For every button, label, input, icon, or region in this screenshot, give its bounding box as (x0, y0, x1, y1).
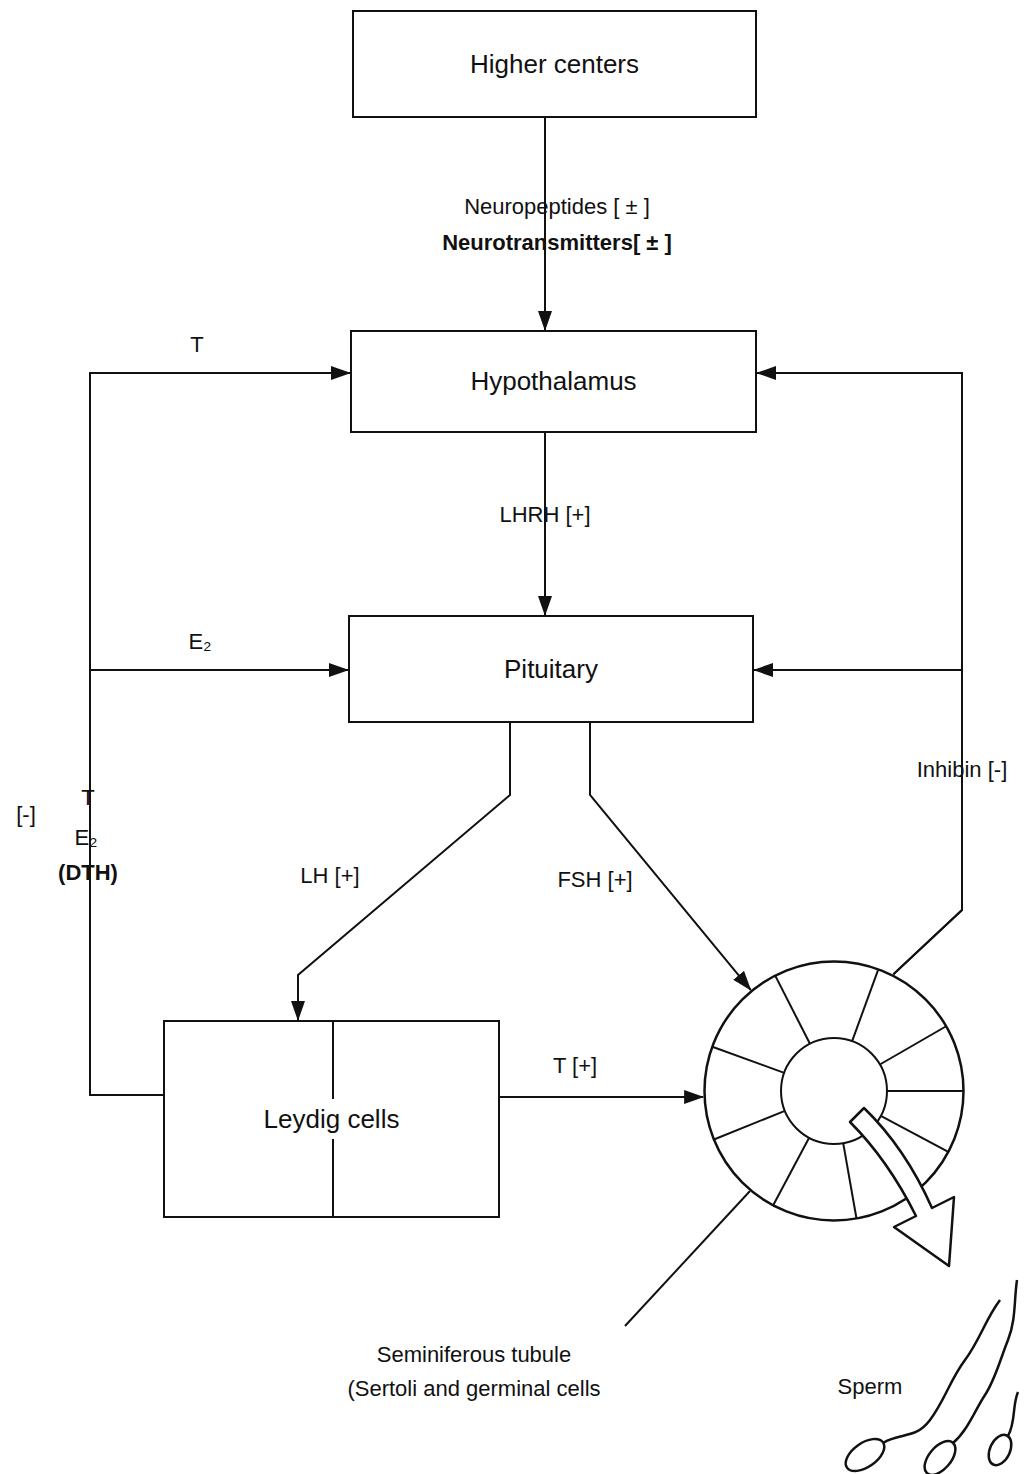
edge-label-anchor: E₂ (184, 628, 215, 656)
tubule-lumen (781, 1038, 887, 1144)
edge-label: E₂ (184, 628, 215, 656)
sperm-tail (1008, 1392, 1018, 1436)
cell-boundary (880, 1026, 946, 1064)
box-label: Higher centers (462, 44, 647, 85)
edge-label-anchor: T [+] (549, 1052, 601, 1080)
label-anchor: E₂ (70, 824, 101, 852)
annotation-label: E₂ (70, 824, 101, 852)
edge-label: Inhibin [-] (913, 756, 1012, 784)
sperm-tail (953, 1280, 1017, 1443)
tubule-wall (705, 962, 964, 1221)
cell-boundary (881, 1116, 949, 1152)
box-label: Leydig cells (256, 1099, 408, 1140)
box-label: Hypothalamus (462, 361, 644, 402)
sperm-head (840, 1433, 890, 1474)
edge-label: T (186, 331, 207, 359)
edge-label: T [+] (549, 1052, 601, 1080)
edge-label-anchor: T (186, 331, 207, 359)
connector-arrow (500, 1096, 703, 1098)
label-anchor: (DTH) (54, 859, 122, 887)
label-anchor: Neurotransmitters[ ± ] (438, 229, 676, 257)
sperm-head (919, 1436, 962, 1474)
cell-boundary (887, 1090, 964, 1092)
edge-label: FSH [+] (553, 866, 636, 894)
sperm-tail (883, 1300, 1000, 1443)
cell-boundary (712, 1047, 784, 1073)
annotation-label: [-] (12, 801, 40, 829)
edge-label-anchor: FSH [+] (553, 866, 636, 894)
label-anchor: T (77, 784, 98, 812)
process-box: Higher centers (352, 10, 757, 118)
structure-label: Seminiferous tubule (Sertoli and germina… (294, 1334, 654, 1410)
edge-label: LH [+] (296, 862, 363, 890)
sperm-release-arrow (850, 1108, 954, 1266)
edge-label-anchor: Inhibin [-] (913, 756, 1012, 784)
annotation-label: Sperm (834, 1373, 907, 1401)
edge-label-anchor: LHRH [+] (495, 501, 594, 529)
label-anchor: Sperm (834, 1373, 907, 1401)
edge-label-anchor: Neuropeptides [ ± ] (460, 193, 654, 221)
connector-arrow (757, 373, 962, 974)
connector-arrow (754, 670, 962, 974)
node-caption: Seminiferous tubule (Sertoli and germina… (294, 1334, 654, 1410)
sperm-head (984, 1431, 1016, 1468)
annotation-label: T (77, 784, 98, 812)
cell-boundary (852, 969, 878, 1041)
annotation-label: (DTH) (54, 859, 122, 887)
edge-label-anchor: LH [+] (296, 862, 363, 890)
cell-boundary (773, 1138, 809, 1206)
cell-box: Leydig cells (163, 1020, 500, 1218)
cell-boundary (775, 976, 810, 1044)
connector-arrow (590, 723, 751, 990)
cell-boundary (843, 1143, 856, 1218)
leader-line (625, 1191, 750, 1326)
label-anchor: [-] (12, 801, 40, 829)
edge-label: Neuropeptides [ ± ] (460, 193, 654, 221)
edge-label: LHRH [+] (495, 501, 594, 529)
connector-layer (90, 118, 962, 1097)
tubule-outline (703, 960, 965, 1222)
tubule-circle: Seminiferous tubule (Sertoli and germina… (703, 960, 965, 1222)
cell-boundary (714, 1111, 785, 1140)
box-label: Pituitary (496, 649, 606, 690)
process-box: Hypothalamus (350, 330, 757, 433)
connector-arrow (90, 373, 350, 1095)
annotation-label: Neurotransmitters[ ± ] (438, 229, 676, 257)
process-box: Pituitary (348, 615, 754, 723)
connector-arrow (544, 118, 546, 330)
